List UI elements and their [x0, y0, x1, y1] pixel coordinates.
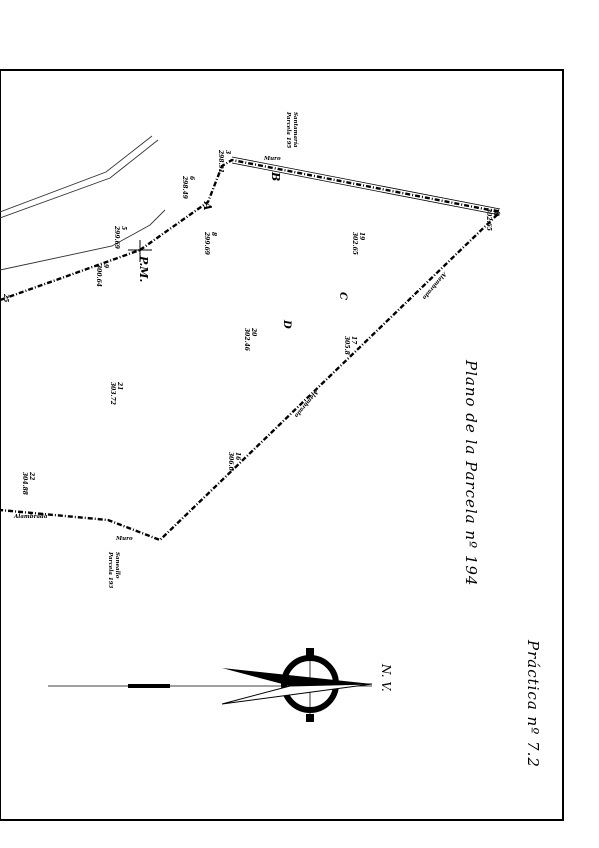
svg-text:Santamaría: Santamaría [292, 112, 299, 148]
station-3: 3 298.91 [217, 149, 231, 173]
svg-text:21: 21 [116, 381, 123, 390]
practice-title: Práctica nº 7.2 [524, 639, 542, 768]
sheet-border [0, 69, 564, 821]
station-6: 6 298.49 [181, 175, 195, 200]
station-20: 20 302.46 [243, 327, 257, 352]
alambrada-label: Alambrada [13, 514, 48, 520]
station-21: 21 303.72 [109, 381, 123, 405]
svg-text:20: 20 [250, 327, 257, 337]
feature-labels: Muro Muro Alambrada Alambrado Alambrado [13, 156, 448, 542]
station-8: 8 299.69 [203, 231, 217, 256]
svg-text:3: 3 [224, 150, 231, 154]
svg-text:298.91: 298.91 [217, 149, 224, 173]
parcel-boundary [0, 156, 503, 542]
svg-text:304.88: 304.88 [21, 472, 28, 496]
point-pm: P.M. [137, 255, 150, 282]
point-c: C [337, 292, 348, 300]
station-25: 25 [2, 293, 9, 302]
svg-text:17: 17 [350, 336, 357, 345]
svg-text:299.69: 299.69 [203, 231, 210, 256]
svg-text:300.64: 300.64 [95, 264, 102, 287]
station-17: 17 305.8 [343, 336, 357, 356]
svg-text:305.8: 305.8 [343, 336, 350, 356]
svg-text:302.46: 302.46 [243, 328, 250, 352]
station-9: 9 300.64 [95, 264, 109, 287]
svg-text:Parcela 195: Parcela 195 [285, 111, 291, 149]
svg-text:8: 8 [210, 232, 217, 237]
plan-title: Plano de la Parcela nº 194 [462, 359, 480, 586]
station-16: 16 306.0 [227, 452, 241, 472]
svg-text:302.65: 302.65 [351, 232, 358, 255]
north-label: N. V. [379, 663, 393, 692]
svg-text:302.65: 302.65 [485, 208, 492, 231]
svg-text:298.49: 298.49 [181, 175, 188, 200]
neighbor-bottom: Saneallo Parcela 193 [107, 551, 120, 589]
pm-cross [128, 240, 152, 262]
point-labels: A B C D P.M. [137, 171, 348, 329]
north-arrow: N. V. [48, 648, 393, 722]
muro-top-label: Muro [263, 156, 281, 162]
svg-text:22: 22 [28, 471, 35, 480]
svg-text:Saneallo: Saneallo [114, 552, 120, 579]
svg-text:299.69: 299.69 [113, 225, 120, 250]
svg-text:6: 6 [188, 176, 195, 181]
alambrado-label-2: Alambrado [293, 388, 320, 419]
point-d: D [281, 319, 292, 329]
road-lines [0, 135, 166, 271]
station-22: 22 304.88 [21, 471, 35, 496]
station-5: 5 299.69 [113, 225, 127, 250]
svg-text:19: 19 [358, 232, 365, 241]
svg-text:18: 18 [492, 208, 499, 217]
svg-text:306.0: 306.0 [227, 452, 234, 472]
station-labels: 3 298.91 6 298.49 5 299.69 8 299.69 9 30… [2, 149, 499, 496]
svg-text:16: 16 [234, 452, 241, 461]
point-a: A [201, 201, 214, 211]
neighbor-labels: Santamaría Parcela 195 Saneallo Parcela … [107, 111, 299, 589]
station-19: 19 302.65 [351, 232, 365, 255]
station-18: 18 302.65 [485, 208, 499, 231]
neighbor-top: Santamaría Parcela 195 [285, 111, 299, 149]
point-b: B [269, 171, 282, 181]
muro-bottom-label: Muro [115, 536, 133, 542]
svg-text:303.72: 303.72 [109, 382, 116, 405]
svg-text:5: 5 [120, 226, 127, 230]
svg-text:9: 9 [102, 264, 109, 269]
svg-text:25: 25 [2, 293, 9, 302]
svg-text:Parcela 193: Parcela 193 [107, 551, 113, 589]
